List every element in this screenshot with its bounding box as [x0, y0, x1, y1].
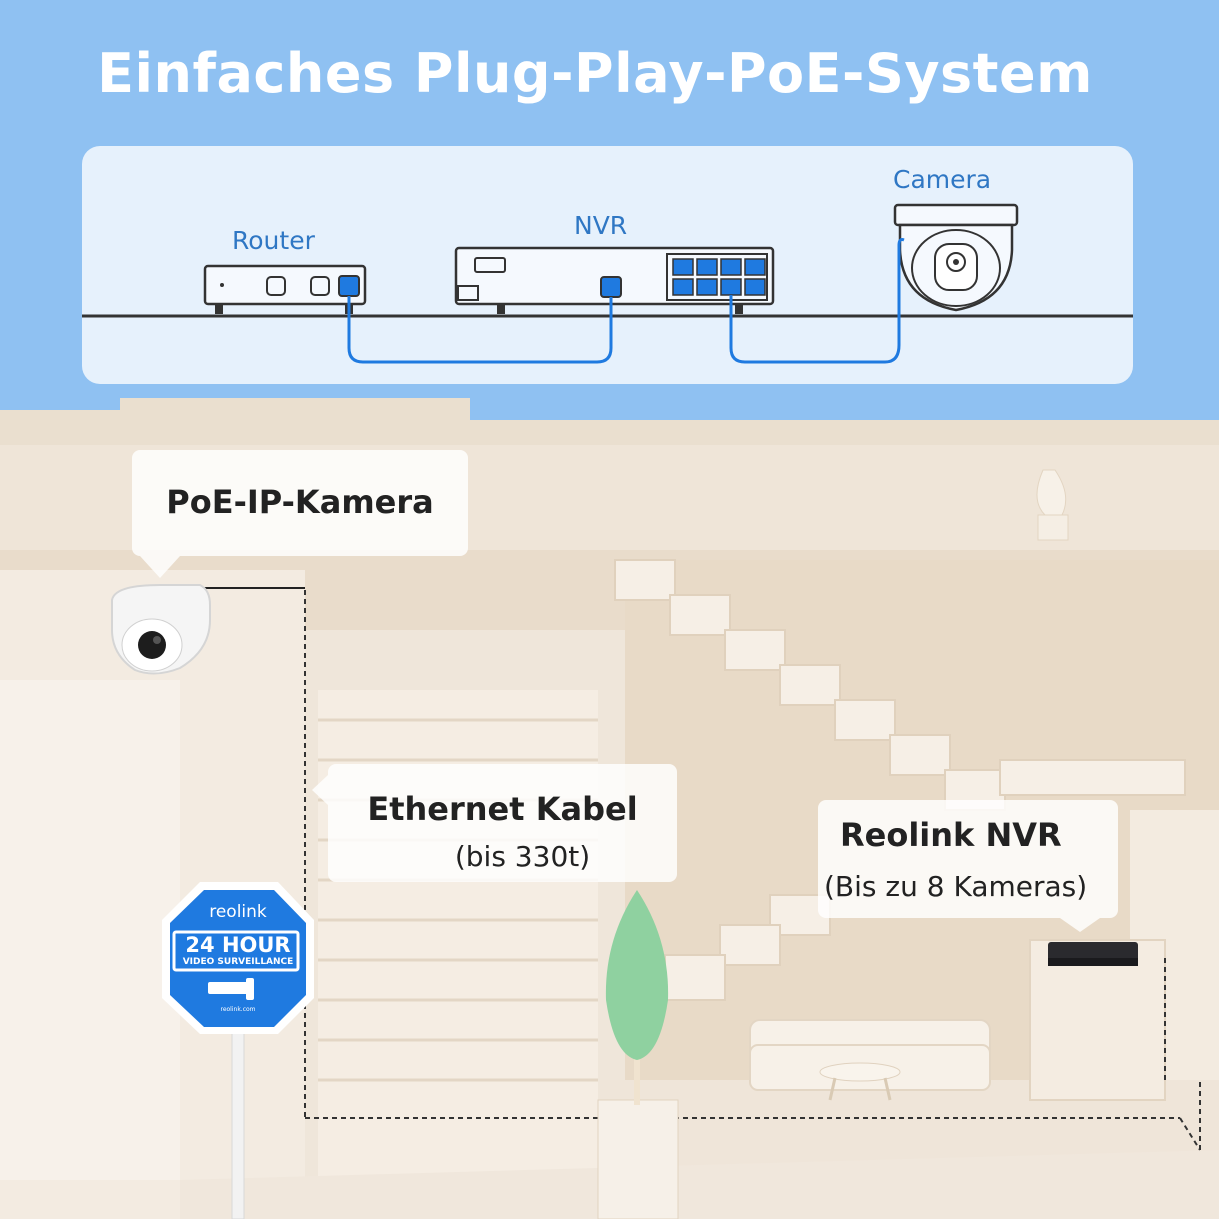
sign-line1: 24 HOUR	[185, 933, 291, 957]
sign-brand: reolink	[209, 902, 267, 922]
sign-url: reolink.com	[220, 1006, 256, 1013]
router-label: Router	[232, 226, 315, 255]
page-title: Einfaches Plug-Play-PoE-System	[97, 42, 1093, 105]
nvr-label: NVR	[574, 211, 628, 240]
cable-callout-subtitle: (bis 330t)	[454, 840, 591, 873]
camera-callout-title: PoE-IP-Kamera	[166, 483, 434, 521]
camera-label: Camera	[893, 165, 992, 194]
nvr-callout-subtitle: (Bis zu 8 Kameras)	[824, 870, 1088, 903]
camera-callout: PoE-IP-Kamera	[132, 450, 468, 556]
sign-line2: VIDEO SURVEILLANCE	[182, 957, 294, 967]
cable-callout: Ethernet Kabel (bis 330t)	[328, 764, 677, 882]
nvr-callout-title: Reolink NVR	[840, 816, 1062, 854]
cable-callout-title: Ethernet Kabel	[367, 790, 638, 828]
nvr-callout: Reolink NVR (Bis zu 8 Kameras)	[818, 800, 1118, 918]
